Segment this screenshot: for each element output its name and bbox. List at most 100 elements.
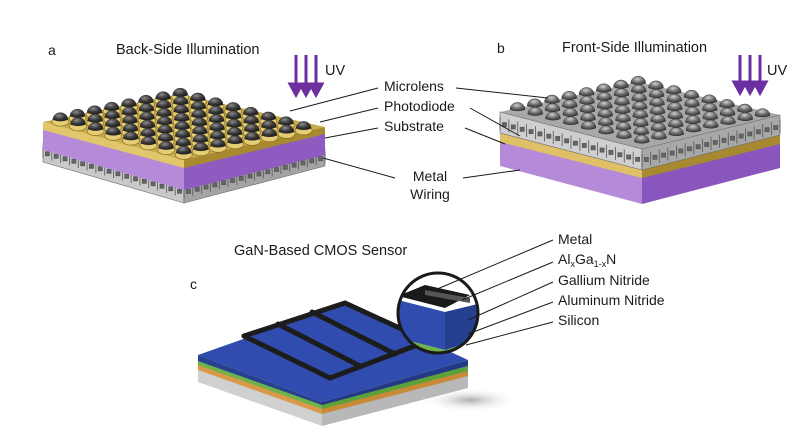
microlens: [667, 110, 683, 120]
microlens: [172, 87, 188, 97]
wiring-via: [764, 127, 770, 133]
microlens: [261, 119, 277, 129]
microlens: [631, 92, 647, 102]
microlens: [648, 89, 665, 98]
front-side-illumination-sensor: [499, 76, 781, 204]
microlens: [563, 116, 579, 126]
aluminum-nitride-layer-side: [322, 370, 468, 414]
gan-cmos-sensor: [198, 239, 554, 426]
microlens: [561, 91, 577, 100]
wiring-via: [590, 145, 596, 151]
wiring-via: [687, 146, 692, 152]
microlens: [174, 120, 190, 130]
layer-magnifier: [396, 271, 480, 355]
microlens: [175, 129, 191, 139]
microlens: [596, 83, 612, 93]
layer-label-gallium-nitride: Gallium Nitride: [558, 272, 650, 288]
microlens: [121, 98, 137, 108]
microlens: [648, 80, 664, 90]
uv-arrows-b: [731, 55, 769, 97]
microlens: [631, 84, 647, 94]
microlens: [651, 130, 667, 140]
wiring-via: [599, 147, 605, 153]
microlens: [157, 124, 173, 134]
back-side-illumination-sensor: [42, 87, 326, 204]
microlens: [615, 121, 632, 131]
microlens: [244, 131, 260, 141]
microlens: [596, 91, 612, 101]
microlens: [562, 99, 578, 109]
wiring-via: [45, 151, 50, 157]
microlens: [140, 127, 156, 137]
microlens: [190, 92, 206, 102]
wiring-via: [564, 138, 569, 144]
panel-title-gan-cmos: GaN-Based CMOS Sensor: [234, 243, 408, 259]
wiring-via: [546, 133, 552, 139]
wiring-via: [555, 136, 561, 141]
wiring-via: [738, 133, 744, 139]
silicon-layer: [198, 368, 322, 426]
wiring-via: [773, 125, 779, 130]
wiring-via: [89, 163, 94, 169]
microlens: [703, 119, 719, 129]
microlens: [261, 128, 278, 138]
microlens: [616, 130, 632, 139]
microlens: [173, 104, 189, 114]
wiring-via: [168, 186, 174, 192]
wiring-via: [177, 188, 182, 194]
wiring-via: [712, 140, 718, 145]
silicon-layer-side: [322, 374, 468, 426]
microlens: [295, 121, 312, 131]
microlens: [244, 123, 260, 133]
callout-lines-ab: [289, 87, 549, 179]
microlens: [105, 118, 121, 128]
microlens: [156, 116, 173, 126]
wiring-via: [124, 173, 130, 179]
microlens: [208, 113, 225, 123]
microlens: [243, 106, 259, 116]
microlens: [597, 100, 613, 110]
wiring-via: [106, 168, 112, 174]
microlens: [52, 112, 69, 122]
microlens: [86, 105, 103, 115]
microlens: [243, 115, 259, 125]
wiring-via: [730, 135, 735, 141]
microlens: [633, 126, 649, 136]
wiring-via: [678, 148, 684, 154]
wiring-via: [150, 181, 156, 187]
microlens: [613, 79, 629, 89]
wiring-via: [608, 150, 614, 155]
panel-letter-b: b: [497, 40, 505, 56]
microlens: [123, 131, 139, 141]
microlens: [579, 95, 595, 105]
wiring-via: [581, 143, 587, 148]
microlens: [509, 102, 526, 112]
microlens: [754, 108, 771, 118]
microlens: [649, 105, 666, 115]
wiring-pattern: [42, 147, 326, 198]
microlens: [562, 107, 578, 117]
microlens: [226, 118, 242, 128]
algan-front: [198, 355, 322, 405]
wiring-via: [247, 173, 253, 179]
microlens: [579, 104, 596, 113]
wiring-via: [159, 183, 165, 189]
wiring-via: [133, 176, 138, 182]
wiring-via: [256, 171, 262, 177]
microlens: [614, 96, 630, 106]
microlens: [157, 132, 174, 142]
microlens-array: [51, 87, 313, 160]
layer-label-algan: AlxGa1-xN: [558, 251, 617, 269]
microlens: [122, 123, 139, 133]
microlens: [191, 117, 208, 127]
callout-photodiode: Photodiode: [384, 98, 455, 114]
microlens: [210, 138, 226, 148]
microlens: [580, 120, 597, 130]
uv-arrows-a: [287, 55, 325, 99]
gallium-nitride-layer-side: [322, 366, 468, 409]
microlens: [227, 135, 243, 145]
microlens: [578, 87, 595, 97]
wiring-via: [643, 157, 649, 162]
microlens: [158, 140, 174, 150]
